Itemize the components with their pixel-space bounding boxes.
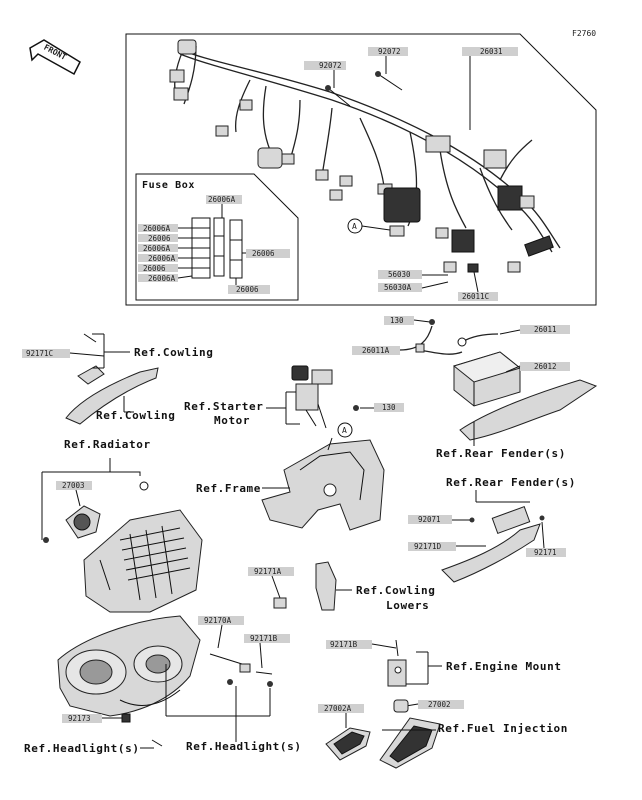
fuse-label-2: 26006A: [143, 224, 171, 233]
part-label-26031: 26031: [480, 47, 503, 56]
bolt-92072-b-icon: [375, 71, 403, 91]
headlight-illustration: [57, 615, 201, 717]
fuse-label-5: 26006: [252, 249, 275, 258]
part-label-56030a: 56030A: [384, 283, 412, 292]
ref-frame: Ref.Frame: [196, 482, 261, 495]
part-label-92071: 92071: [418, 515, 441, 524]
part-label-27003: 27003: [62, 481, 85, 490]
engine-mount-bracket-illustration: [387, 639, 407, 687]
fuel-injection-parts-illustration: [325, 699, 441, 769]
bolt-130-b-icon: [353, 405, 359, 411]
bolt-92072-a-icon: [325, 85, 351, 107]
part-label-92171b-b: 92171B: [330, 640, 358, 649]
part-label-92171d: 92171D: [414, 542, 442, 551]
ref-engine-mount: Ref.Engine Mount: [446, 660, 562, 673]
marker-a2-circle: [337, 422, 353, 438]
part-label-26012: 26012: [534, 362, 557, 371]
radiator-illustration: [43, 481, 203, 613]
headlight-bolts-illustration: [209, 653, 273, 687]
part-label-27002a: 27002A: [324, 704, 352, 713]
fuse-box-title: Fuse Box: [142, 180, 195, 191]
ref-fuel-injection: Ref.Fuel Injection: [438, 722, 568, 735]
fuse-label-3: 26006: [148, 234, 171, 243]
part-label-92173: 92173: [68, 714, 91, 723]
ref-cowling-lowers-2: Lowers: [386, 599, 429, 612]
battery-illustration: [452, 351, 522, 407]
cowling-bracket-illustration: [65, 333, 159, 425]
frame-illustration: [261, 437, 385, 531]
ref-cowling-1: Ref.Cowling: [134, 346, 213, 359]
fuse-label-4: 26006A: [143, 244, 171, 253]
part-label-92170a: 92170A: [204, 616, 232, 625]
part-label-130-a: 130: [390, 316, 404, 325]
fuse-label-7: 26006: [143, 264, 166, 273]
harness-frame: [125, 33, 597, 306]
main-harness-illustration: [169, 39, 561, 273]
ref-headlight-2: Ref.Headlight(s): [186, 740, 302, 753]
figure-code: F2760: [572, 29, 596, 38]
cowling-lowers-bracket-illustration: [315, 561, 337, 611]
part-label-26011c: 26011C: [462, 292, 489, 301]
part-label-92072-b: 92072: [378, 47, 401, 56]
part-label-92171: 92171: [534, 548, 557, 557]
front-arrow-icon: FRONT: [29, 39, 81, 76]
marker-a-label: A: [352, 222, 357, 231]
part-label-92171c: 92171C: [26, 349, 53, 358]
starter-relay-illustration: [291, 365, 333, 429]
bolt-130-a-icon: [429, 319, 435, 325]
ref-cowling-lowers-1: Ref.Cowling: [356, 584, 435, 597]
part-label-92171a: 92171A: [254, 567, 282, 576]
ref-starter: Ref.Starter: [184, 400, 263, 413]
ref-radiator: Ref.Radiator: [64, 438, 151, 451]
fuse-label-6: 26006A: [148, 254, 176, 263]
part-label-27002: 27002: [428, 700, 451, 709]
fuse-box-illustration: [191, 217, 243, 279]
rear-fender-tray-illustration: [459, 379, 598, 441]
part-label-92171b-a: 92171B: [250, 634, 278, 643]
rear-fender-bracket-illustration: [441, 506, 545, 583]
marker-a2-label: A: [342, 426, 347, 435]
clip-92173-icon: [121, 713, 131, 723]
clip-92171a-icon: [273, 597, 287, 609]
fuse-label-9: 26006: [236, 285, 259, 294]
ref-headlight-1: Ref.Headlight(s): [24, 742, 140, 755]
ref-cowling-2: Ref.Cowling: [96, 409, 175, 422]
part-label-56030: 56030: [388, 270, 411, 279]
fuse-label-8: 26006A: [148, 274, 176, 283]
ref-rear-fender-1: Ref.Rear Fender(s): [436, 447, 566, 460]
part-label-130-b: 130: [382, 403, 396, 412]
fuse-label-1: 26006A: [208, 195, 236, 204]
fuse-box-frame: [135, 173, 299, 301]
ref-motor: Motor: [214, 414, 250, 427]
part-label-92072-a: 92072: [319, 61, 342, 70]
ref-rear-fender-2: Ref.Rear Fender(s): [446, 476, 576, 489]
part-label-26011: 26011: [534, 325, 557, 334]
part-label-26011a: 26011A: [362, 346, 390, 355]
